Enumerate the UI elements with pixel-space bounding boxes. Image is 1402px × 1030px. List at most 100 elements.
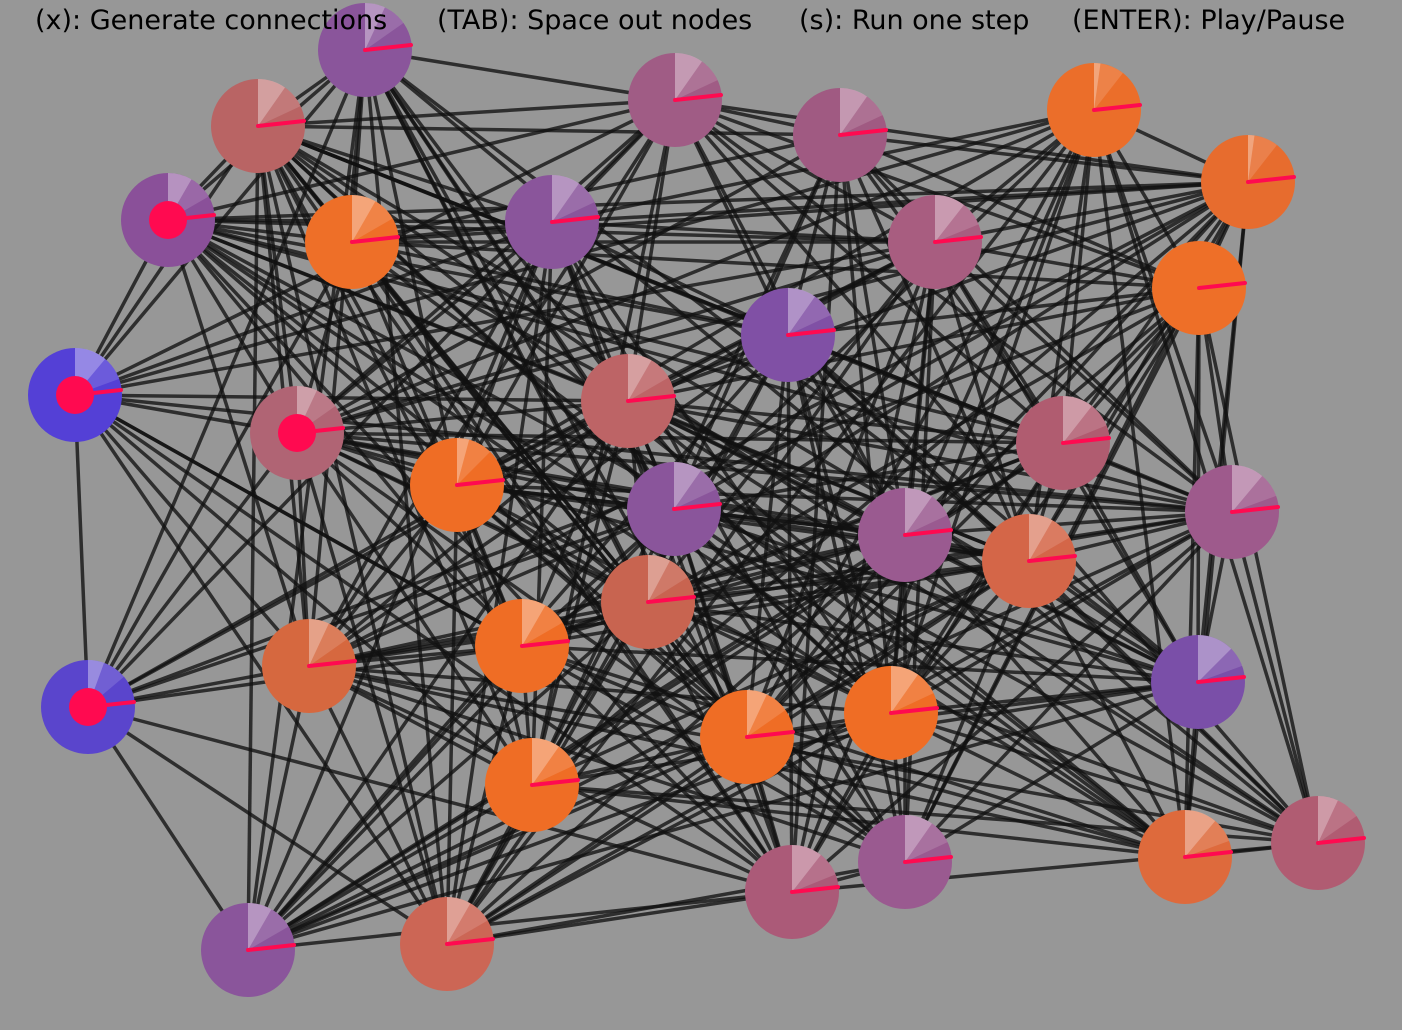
edge-23-34 xyxy=(445,645,524,945)
edge-0-2 xyxy=(364,48,676,102)
node-wedge-secondary xyxy=(905,823,948,862)
edge-17-28 xyxy=(530,508,676,786)
graph-node-25[interactable] xyxy=(41,659,136,754)
edge-5-9 xyxy=(934,180,1249,244)
graph-node-10[interactable] xyxy=(1152,241,1247,335)
node-indicator-hand xyxy=(86,700,136,709)
node-indicator-hand xyxy=(550,215,600,224)
edge-12-25 xyxy=(73,394,90,708)
edge-10-32 xyxy=(1197,287,1320,844)
node-wedge-secondary xyxy=(905,496,948,535)
node-indicator-hand xyxy=(646,595,696,604)
edge-18-34 xyxy=(445,533,907,946)
node-indicator-hand xyxy=(1246,175,1296,184)
node-indicator-hand xyxy=(363,43,413,52)
node-wedge-secondary xyxy=(1232,476,1277,512)
edge-11-24 xyxy=(786,333,1200,684)
edge-17-25 xyxy=(87,507,675,709)
node-wedge xyxy=(248,903,272,950)
graph-node-11[interactable] xyxy=(741,287,836,382)
graph-node-30[interactable] xyxy=(858,815,953,909)
node-indicator-hand xyxy=(520,639,570,648)
edge-17-24 xyxy=(673,507,1199,684)
node-wedge-secondary xyxy=(447,903,488,944)
edge-16-30 xyxy=(455,483,907,864)
node-indicator-hand xyxy=(1230,505,1280,514)
edge-2-5 xyxy=(674,98,1249,184)
graph-node-34[interactable] xyxy=(400,897,495,991)
edge-14-15 xyxy=(627,399,1064,445)
edge-8-9 xyxy=(551,220,936,244)
node-wedge xyxy=(905,487,932,535)
graph-node-6[interactable] xyxy=(121,173,216,267)
hint-play-pause: (ENTER): Play/Pause xyxy=(1072,5,1346,36)
edge-1-2 xyxy=(257,98,676,128)
edge-14-19 xyxy=(627,399,1233,514)
node-indicator-hand xyxy=(350,235,400,244)
graph-node-18[interactable] xyxy=(858,487,953,582)
graph-node-4[interactable] xyxy=(1047,63,1142,157)
graph-node-33[interactable] xyxy=(201,903,296,997)
graph-node-22[interactable] xyxy=(262,619,357,713)
node-wedge-secondary xyxy=(1029,520,1070,561)
edge-4-31 xyxy=(1092,109,1187,858)
graph-node-12[interactable] xyxy=(28,348,123,442)
graph-node-15[interactable] xyxy=(1016,396,1111,490)
edge-3-13 xyxy=(296,133,841,435)
graph-node-7[interactable] xyxy=(305,195,400,289)
edge-16-19 xyxy=(456,483,1233,514)
node-wedge-secondary xyxy=(935,205,979,242)
node-wedge xyxy=(792,845,821,892)
graph-node-9[interactable] xyxy=(888,195,983,289)
keyboard-help-bar: (x): Generate connections (TAB): Space o… xyxy=(0,0,1402,44)
graph-node-20[interactable] xyxy=(982,514,1077,608)
graph-node-26[interactable] xyxy=(700,689,795,784)
edge-13-25 xyxy=(86,431,299,709)
graph-node-21[interactable] xyxy=(601,555,696,649)
node-wedge xyxy=(1248,135,1255,182)
node-wedge-secondary xyxy=(552,183,595,222)
edge-13-18 xyxy=(296,431,906,537)
node-wedge xyxy=(352,195,376,242)
edge-1-8 xyxy=(257,124,553,224)
node-wedge xyxy=(1198,635,1232,682)
edge-10-21 xyxy=(647,286,1200,604)
edge-1-31 xyxy=(256,124,1187,859)
graph-node-16[interactable] xyxy=(410,437,505,532)
edge-20-28 xyxy=(531,559,1030,787)
edge-4-15 xyxy=(1061,109,1096,444)
edge-25-33 xyxy=(86,706,250,951)
edge-6-29 xyxy=(166,218,794,894)
graph-node-8[interactable] xyxy=(505,174,600,269)
edge-25-34 xyxy=(87,705,448,946)
node-wedge xyxy=(552,174,579,222)
graph-node-3[interactable] xyxy=(793,87,888,182)
node-wedge-secondary xyxy=(840,96,883,135)
graph-node-14[interactable] xyxy=(581,354,676,448)
edge-22-27 xyxy=(308,664,892,715)
edge-0-32 xyxy=(363,48,1320,845)
graph-node-27[interactable] xyxy=(844,666,939,760)
edge-26-33 xyxy=(247,735,748,952)
graph-node-5[interactable] xyxy=(1201,135,1296,229)
graph-node-29[interactable] xyxy=(745,845,840,939)
graph-node-13[interactable] xyxy=(250,386,345,480)
graph-node-31[interactable] xyxy=(1138,810,1233,904)
graph-node-23[interactable] xyxy=(475,599,570,693)
graph-node-2[interactable] xyxy=(628,52,723,147)
graph-node-32[interactable] xyxy=(1271,796,1366,890)
edge-19-30 xyxy=(903,510,1234,864)
graph-node-17[interactable] xyxy=(627,461,722,556)
edge-5-17 xyxy=(673,180,1249,511)
graph-node-24[interactable] xyxy=(1151,635,1246,729)
edge-14-20 xyxy=(627,399,1030,563)
graph-node-19[interactable] xyxy=(1185,465,1280,559)
graph-node-0[interactable] xyxy=(318,2,413,97)
graph-node-1[interactable] xyxy=(211,78,306,173)
node-wedge xyxy=(1063,396,1092,443)
graph-node-28[interactable] xyxy=(485,737,580,832)
node-indicator-hand xyxy=(1092,103,1142,112)
node-indicator-hand xyxy=(786,328,836,337)
